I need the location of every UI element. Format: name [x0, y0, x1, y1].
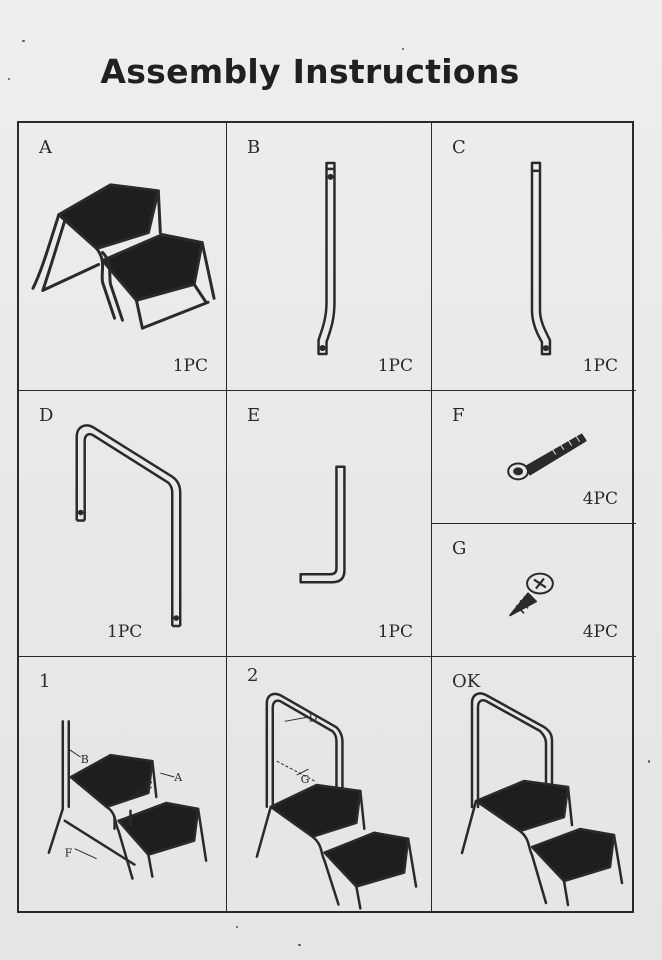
callout-b: B	[81, 753, 89, 766]
step-label: 2	[247, 665, 259, 686]
scan-speck	[236, 926, 238, 928]
callout-a: A	[173, 771, 182, 784]
part-quantity: 4PC	[582, 489, 618, 509]
scan-speck	[648, 760, 650, 763]
bolt-icon	[432, 391, 636, 523]
scan-speck	[8, 78, 10, 80]
scan-speck	[298, 944, 301, 946]
part-letter: F	[452, 405, 465, 426]
part-letter: D	[39, 405, 54, 426]
part-cell-f: F 4PC	[432, 391, 636, 524]
short-tube-icon	[227, 123, 431, 390]
part-letter: E	[247, 405, 261, 426]
parts-grid: A	[17, 121, 636, 913]
part-letter: B	[247, 137, 261, 158]
step-cell-2: 2	[227, 657, 432, 913]
step-stool-frame-icon	[19, 123, 226, 390]
part-letter: G	[452, 538, 467, 559]
callout-c: C	[144, 779, 152, 792]
handrail-icon	[19, 391, 226, 656]
step-cell-1: 1	[19, 657, 227, 913]
step-label: 1	[39, 671, 51, 692]
part-cell-d: D 1PC	[19, 391, 227, 657]
step-1-diagram-icon: B A C F	[19, 657, 226, 913]
part-cell-e: E 1PC	[227, 391, 432, 657]
scan-speck	[22, 40, 25, 42]
long-tube-icon	[432, 123, 636, 390]
callout-d: D	[309, 711, 318, 724]
step-2-diagram-icon: D G	[227, 657, 431, 913]
part-quantity: 4PC	[582, 622, 618, 642]
part-quantity: 1PC	[107, 622, 143, 642]
page-title: Assembly Instructions	[100, 52, 520, 91]
part-letter: C	[452, 137, 466, 158]
part-quantity: 1PC	[377, 356, 413, 376]
callout-g: G	[301, 773, 310, 786]
part-quantity: 1PC	[377, 622, 413, 642]
step-label: OK	[452, 671, 481, 692]
step-cell-ok: OK	[432, 657, 636, 913]
callout-f: F	[65, 847, 73, 860]
part-quantity: 1PC	[582, 356, 618, 376]
part-cell-b: B 1PC	[227, 123, 432, 391]
part-cell-g: G 4PC	[432, 524, 636, 657]
hex-key-icon	[227, 391, 431, 656]
screw-icon	[432, 524, 636, 656]
assembled-stool-icon	[432, 657, 636, 913]
part-cell-a: A	[19, 123, 227, 391]
scan-speck	[402, 48, 404, 50]
part-cell-c: C 1PC	[432, 123, 636, 391]
part-quantity: 1PC	[172, 356, 208, 376]
part-letter: A	[39, 137, 52, 158]
